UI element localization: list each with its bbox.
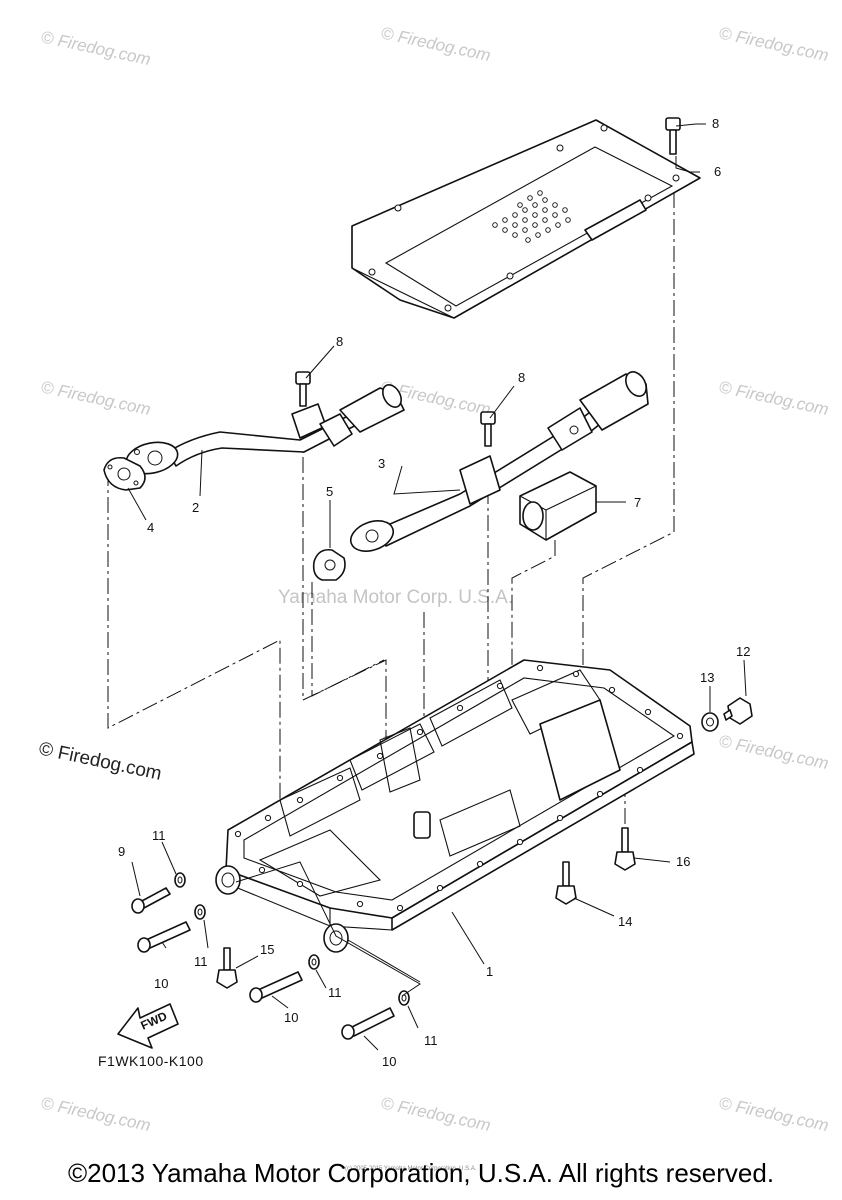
callout-8-mid: 8 xyxy=(518,370,525,385)
gasket-4 xyxy=(103,456,146,491)
callout-14: 14 xyxy=(618,914,632,929)
callout-3: 3 xyxy=(378,456,385,471)
watermark-firedog: © Firedog.com xyxy=(379,1093,492,1135)
strainer-plate xyxy=(351,119,701,319)
bracket-7 xyxy=(519,471,597,541)
watermark-firedog: © Firedog.com xyxy=(39,1093,152,1135)
bolt-14 xyxy=(555,861,577,905)
callout-11-d: 11 xyxy=(424,1033,438,1048)
watermark-firedog: © Firedog.com xyxy=(717,731,830,773)
bolt-8-top xyxy=(665,117,681,155)
callout-labels: 1 2 3 4 5 6 7 8 8 8 9 10 10 10 11 11 11 … xyxy=(118,116,750,1069)
bolt-15 xyxy=(216,947,238,989)
callout-5: 5 xyxy=(326,484,333,499)
copyright-footer: ©2013 Yamaha Motor Corporation, U.S.A. A… xyxy=(67,1158,775,1188)
bolt-16 xyxy=(614,827,636,871)
callout-2: 2 xyxy=(192,500,199,515)
callout-10-b: 10 xyxy=(284,1010,298,1025)
bolt-10-b xyxy=(249,971,303,1003)
callout-15: 15 xyxy=(260,942,274,957)
watermark-firedog-dark: © Firedog.com xyxy=(37,738,164,785)
strainer-holes xyxy=(492,190,571,243)
washer-11-c xyxy=(308,954,320,970)
callout-11-b: 11 xyxy=(194,954,208,969)
callout-6: 6 xyxy=(714,164,721,179)
callout-4: 4 xyxy=(147,520,154,535)
callout-13: 13 xyxy=(700,670,714,685)
washer-11-d xyxy=(398,990,410,1006)
callout-12: 12 xyxy=(736,644,750,659)
washer-11-b xyxy=(194,904,206,920)
oil-pipe-left xyxy=(125,384,405,475)
callout-11-a: 11 xyxy=(152,828,166,843)
callout-9: 9 xyxy=(118,844,125,859)
callout-7: 7 xyxy=(634,495,641,510)
callout-10-a: 10 xyxy=(154,976,168,991)
oil-pipe-right xyxy=(349,371,649,552)
callout-10-c: 10 xyxy=(382,1054,396,1069)
diagram-code: F1WK100-K100 xyxy=(98,1053,204,1069)
watermark-firedog: © Firedog.com xyxy=(717,1093,830,1135)
watermark-firedog: © Firedog.com xyxy=(717,23,830,65)
callout-11-c: 11 xyxy=(328,985,342,1000)
fine-print: (c) 2005-2015 Yamaha Motor Corporation, … xyxy=(345,1166,477,1172)
bolt-8-left xyxy=(295,371,311,407)
bolt-9 xyxy=(131,887,171,914)
callout-8-left: 8 xyxy=(336,334,343,349)
callout-8-top: 8 xyxy=(712,116,719,131)
oil-pan xyxy=(215,659,695,953)
watermark-firedog: © Firedog.com xyxy=(39,377,152,419)
washer-11-a xyxy=(174,872,186,888)
drain-plug-12 xyxy=(723,697,753,725)
watermark-yamaha: Yamaha Motor Corp. U.S.A. xyxy=(278,587,513,608)
callout-1: 1 xyxy=(486,964,493,979)
bolt-10-a xyxy=(137,921,191,953)
watermark-firedog: © Firedog.com xyxy=(379,23,492,65)
bolt-8-mid xyxy=(480,411,496,447)
bolt-10-c xyxy=(341,1007,395,1040)
gasket-5 xyxy=(312,548,346,581)
leader-lines xyxy=(127,123,747,1051)
callout-16: 16 xyxy=(676,854,690,869)
washer-13 xyxy=(701,712,719,732)
watermark-firedog: © Firedog.com xyxy=(39,27,152,69)
fwd-arrow: FWD xyxy=(117,1003,179,1049)
watermark-firedog: © Firedog.com xyxy=(717,377,830,419)
